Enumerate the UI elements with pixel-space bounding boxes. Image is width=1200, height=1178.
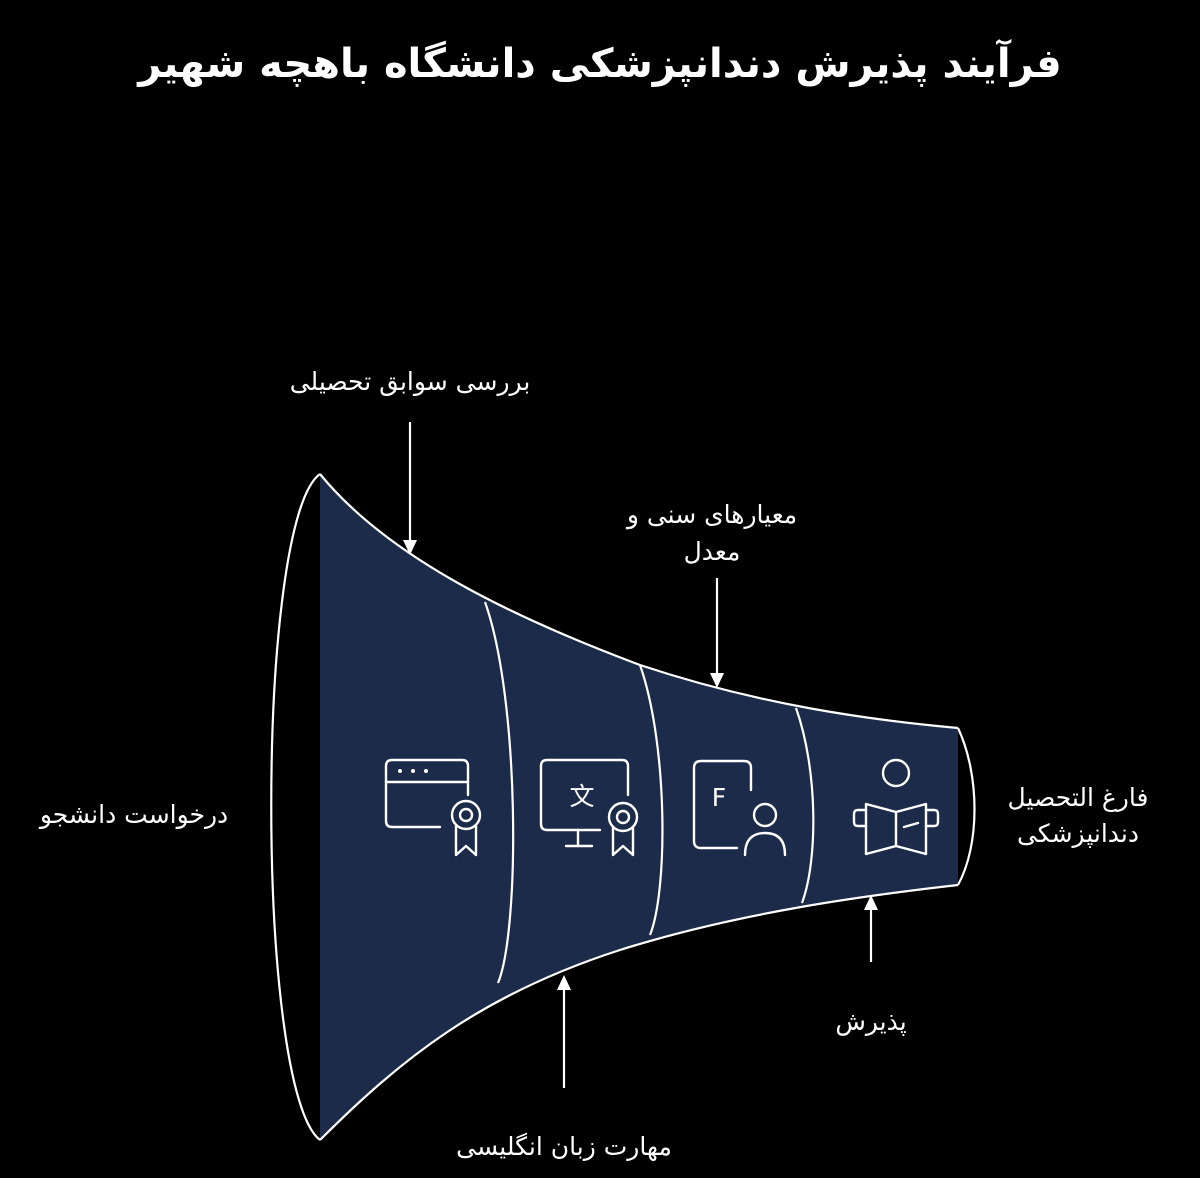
certificate-browser-icon: [384, 758, 482, 857]
funnel-top-edge: [319, 473, 959, 730]
funnel-body: [320, 474, 958, 1140]
arrow-admission: [864, 895, 878, 962]
reading-student-icon: [852, 758, 940, 856]
funnel-bottom-edge: [319, 883, 959, 1141]
stage-divider-3: [794, 707, 815, 904]
label-age-gpa-line2: معدل: [684, 537, 741, 566]
stage-divider-1: [483, 601, 515, 984]
arrow-academic-records: [403, 422, 417, 555]
label-graduate-line2: دندانپزشکی: [1017, 819, 1139, 848]
label-academic-records: بررسی سوابق تحصیلی: [290, 367, 531, 396]
page-title: فرآیند پذیرش دندانپزشکی دانشگاه باهچه شه…: [138, 41, 1062, 87]
label-student-application: درخواست دانشجو: [38, 800, 228, 829]
form-letter-glyph: F: [712, 783, 726, 812]
form-user-icon: [692, 759, 787, 857]
language-certificate-icon: [539, 758, 639, 857]
funnel-tail-end: [957, 727, 976, 886]
browser-dots: [398, 769, 428, 773]
label-age-gpa-line1: معیارهای سنی و: [625, 500, 797, 530]
arrow-age-gpa: [710, 578, 724, 688]
label-graduate-line1: فارغ التحصیل: [1008, 783, 1149, 812]
arrow-english-skill: [557, 975, 571, 1088]
stage-divider-2: [638, 664, 664, 936]
translate-glyph: 文: [569, 782, 594, 811]
label-english-skill: مهارت زبان انگلیسی: [456, 1132, 672, 1162]
funnel-mouth: [270, 473, 321, 1141]
label-admission: پذیرش: [835, 1007, 906, 1036]
